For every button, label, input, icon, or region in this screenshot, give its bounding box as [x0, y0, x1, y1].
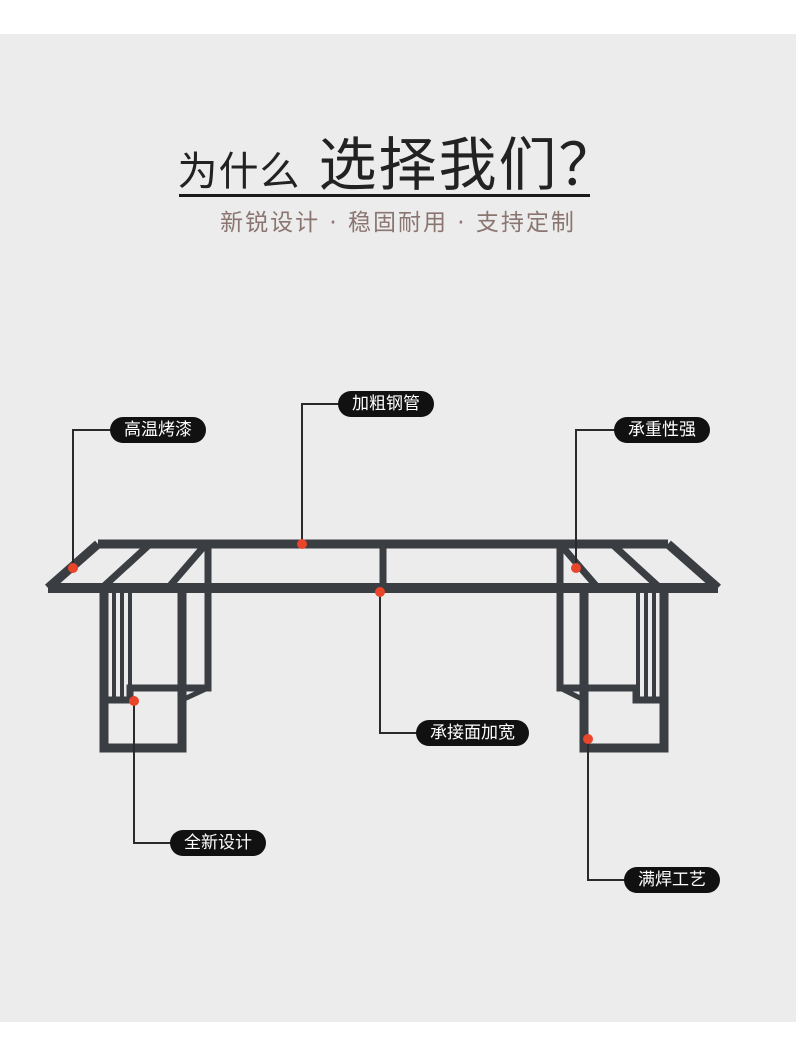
frame-cross-left-1: [99, 541, 153, 591]
leader-full-weld: [587, 739, 626, 881]
title-underline: [179, 194, 590, 197]
marker-full-weld: [583, 734, 593, 744]
callout-wider-support: 承接面加宽: [416, 720, 529, 746]
title-main: 选择我们？: [318, 131, 619, 199]
frame-cross-right-2: [609, 541, 663, 591]
left-leg: [99, 548, 212, 753]
subtitle: 新锐设计 · 稳固耐用 · 支持定制: [220, 210, 576, 236]
marker-thick-steel-tube: [297, 539, 307, 549]
marker-new-design: [129, 696, 139, 706]
leader-thick-steel-tube: [301, 403, 340, 544]
callout-full-weld: 满焊工艺: [624, 867, 720, 893]
page-title: 为什么选择我们？: [0, 118, 796, 202]
right-leg: [556, 548, 669, 753]
title-prefix: 为什么: [177, 149, 301, 195]
content-panel: [0, 34, 796, 1022]
frame-right-end: [665, 540, 721, 592]
leader-high-temp-paint: [72, 429, 112, 568]
marker-wider-support: [375, 587, 385, 597]
callout-load-bearing: 承重性强: [614, 417, 710, 443]
frame-cross-left-2: [165, 541, 209, 591]
callout-new-design: 全新设计: [170, 830, 266, 856]
callout-thick-steel-tube: 加粗钢管: [338, 391, 434, 417]
marker-high-temp-paint: [68, 563, 78, 573]
callout-high-temp-paint: 高温烤漆: [110, 417, 206, 443]
leader-new-design: [133, 701, 172, 844]
marker-load-bearing: [571, 563, 581, 573]
leader-load-bearing: [575, 429, 616, 568]
leader-wider-support: [379, 592, 418, 734]
